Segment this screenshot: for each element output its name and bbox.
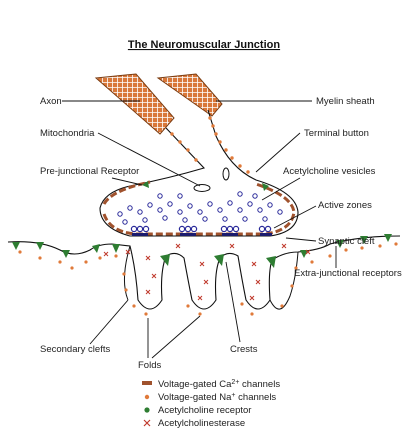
leader-acetylcholine-vesicles (261, 177, 301, 201)
label-pre-junctional-receptor: Pre-junctional Receptor (40, 166, 139, 177)
label-mitochondria: Mitochondria (40, 128, 95, 139)
myelin-sheath-right (156, 73, 223, 117)
legend-symbol-ca-channel (142, 381, 152, 385)
leader-mitochondria (97, 132, 201, 187)
mitochondrion-2 (222, 167, 230, 181)
leader-secondary-clefts (89, 299, 129, 345)
leader-pre-junctional-receptor (111, 177, 143, 186)
legend-symbol-ache (143, 419, 151, 427)
label-terminal-button: Terminal button (304, 128, 369, 139)
acetylcholinesterase (103, 243, 311, 301)
legend-item-na-channels: Voltage-gated Na+ channels (158, 392, 276, 403)
label-secondary-clefts: Secondary clefts (40, 344, 110, 355)
ach-receptors (12, 234, 392, 268)
label-crests: Crests (230, 344, 258, 355)
acetylcholine-vesicles (117, 191, 283, 225)
label-folds: Folds (138, 360, 161, 371)
label-extra-junctional-receptors: Extra-junctional receptors (294, 268, 402, 279)
label-acetylcholine-vesicles: Acetylcholine vesicles (283, 166, 376, 177)
secondary-cleft-right (269, 251, 299, 310)
postjunctional-membrane (7, 235, 401, 310)
legend-symbol-na-channel (144, 394, 150, 400)
pre-junctional-receptors (142, 181, 269, 191)
leader-folds-2 (151, 315, 201, 359)
active-zones (130, 225, 272, 236)
leader-crests (225, 261, 241, 343)
ca-channels-upper (102, 180, 151, 205)
label-axon: Axon (40, 96, 62, 107)
legend-symbol-ach-receptor (144, 407, 150, 413)
diagram-title: The Neuromuscular Junction (128, 39, 280, 51)
leader-active-zones (273, 205, 317, 229)
label-synaptic-cleft: Synaptic cleft (318, 236, 375, 247)
mitochondrion-1 (193, 184, 211, 192)
legend: Voltage-gated Ca2+ channels Voltage-gate… (142, 379, 280, 429)
legend-item-acetylcholinesterase: Acetylcholinesterase (158, 418, 245, 429)
legend-item-ca-channels: Voltage-gated Ca2+ channels (158, 379, 280, 390)
na-channels-muscle (18, 242, 398, 316)
ca-channels-membrane (102, 182, 296, 236)
secondary-cleft-left (124, 245, 131, 301)
label-active-zones: Active zones (318, 200, 372, 211)
leader-synaptic-cleft (285, 237, 317, 242)
leader-terminal-button (255, 132, 301, 173)
legend-item-ach-receptor: Acetylcholine receptor (158, 405, 251, 416)
label-myelin-sheath: Myelin sheath (316, 96, 375, 107)
myelin-sheath-left (94, 73, 175, 135)
na-channels-axon (170, 116, 250, 174)
